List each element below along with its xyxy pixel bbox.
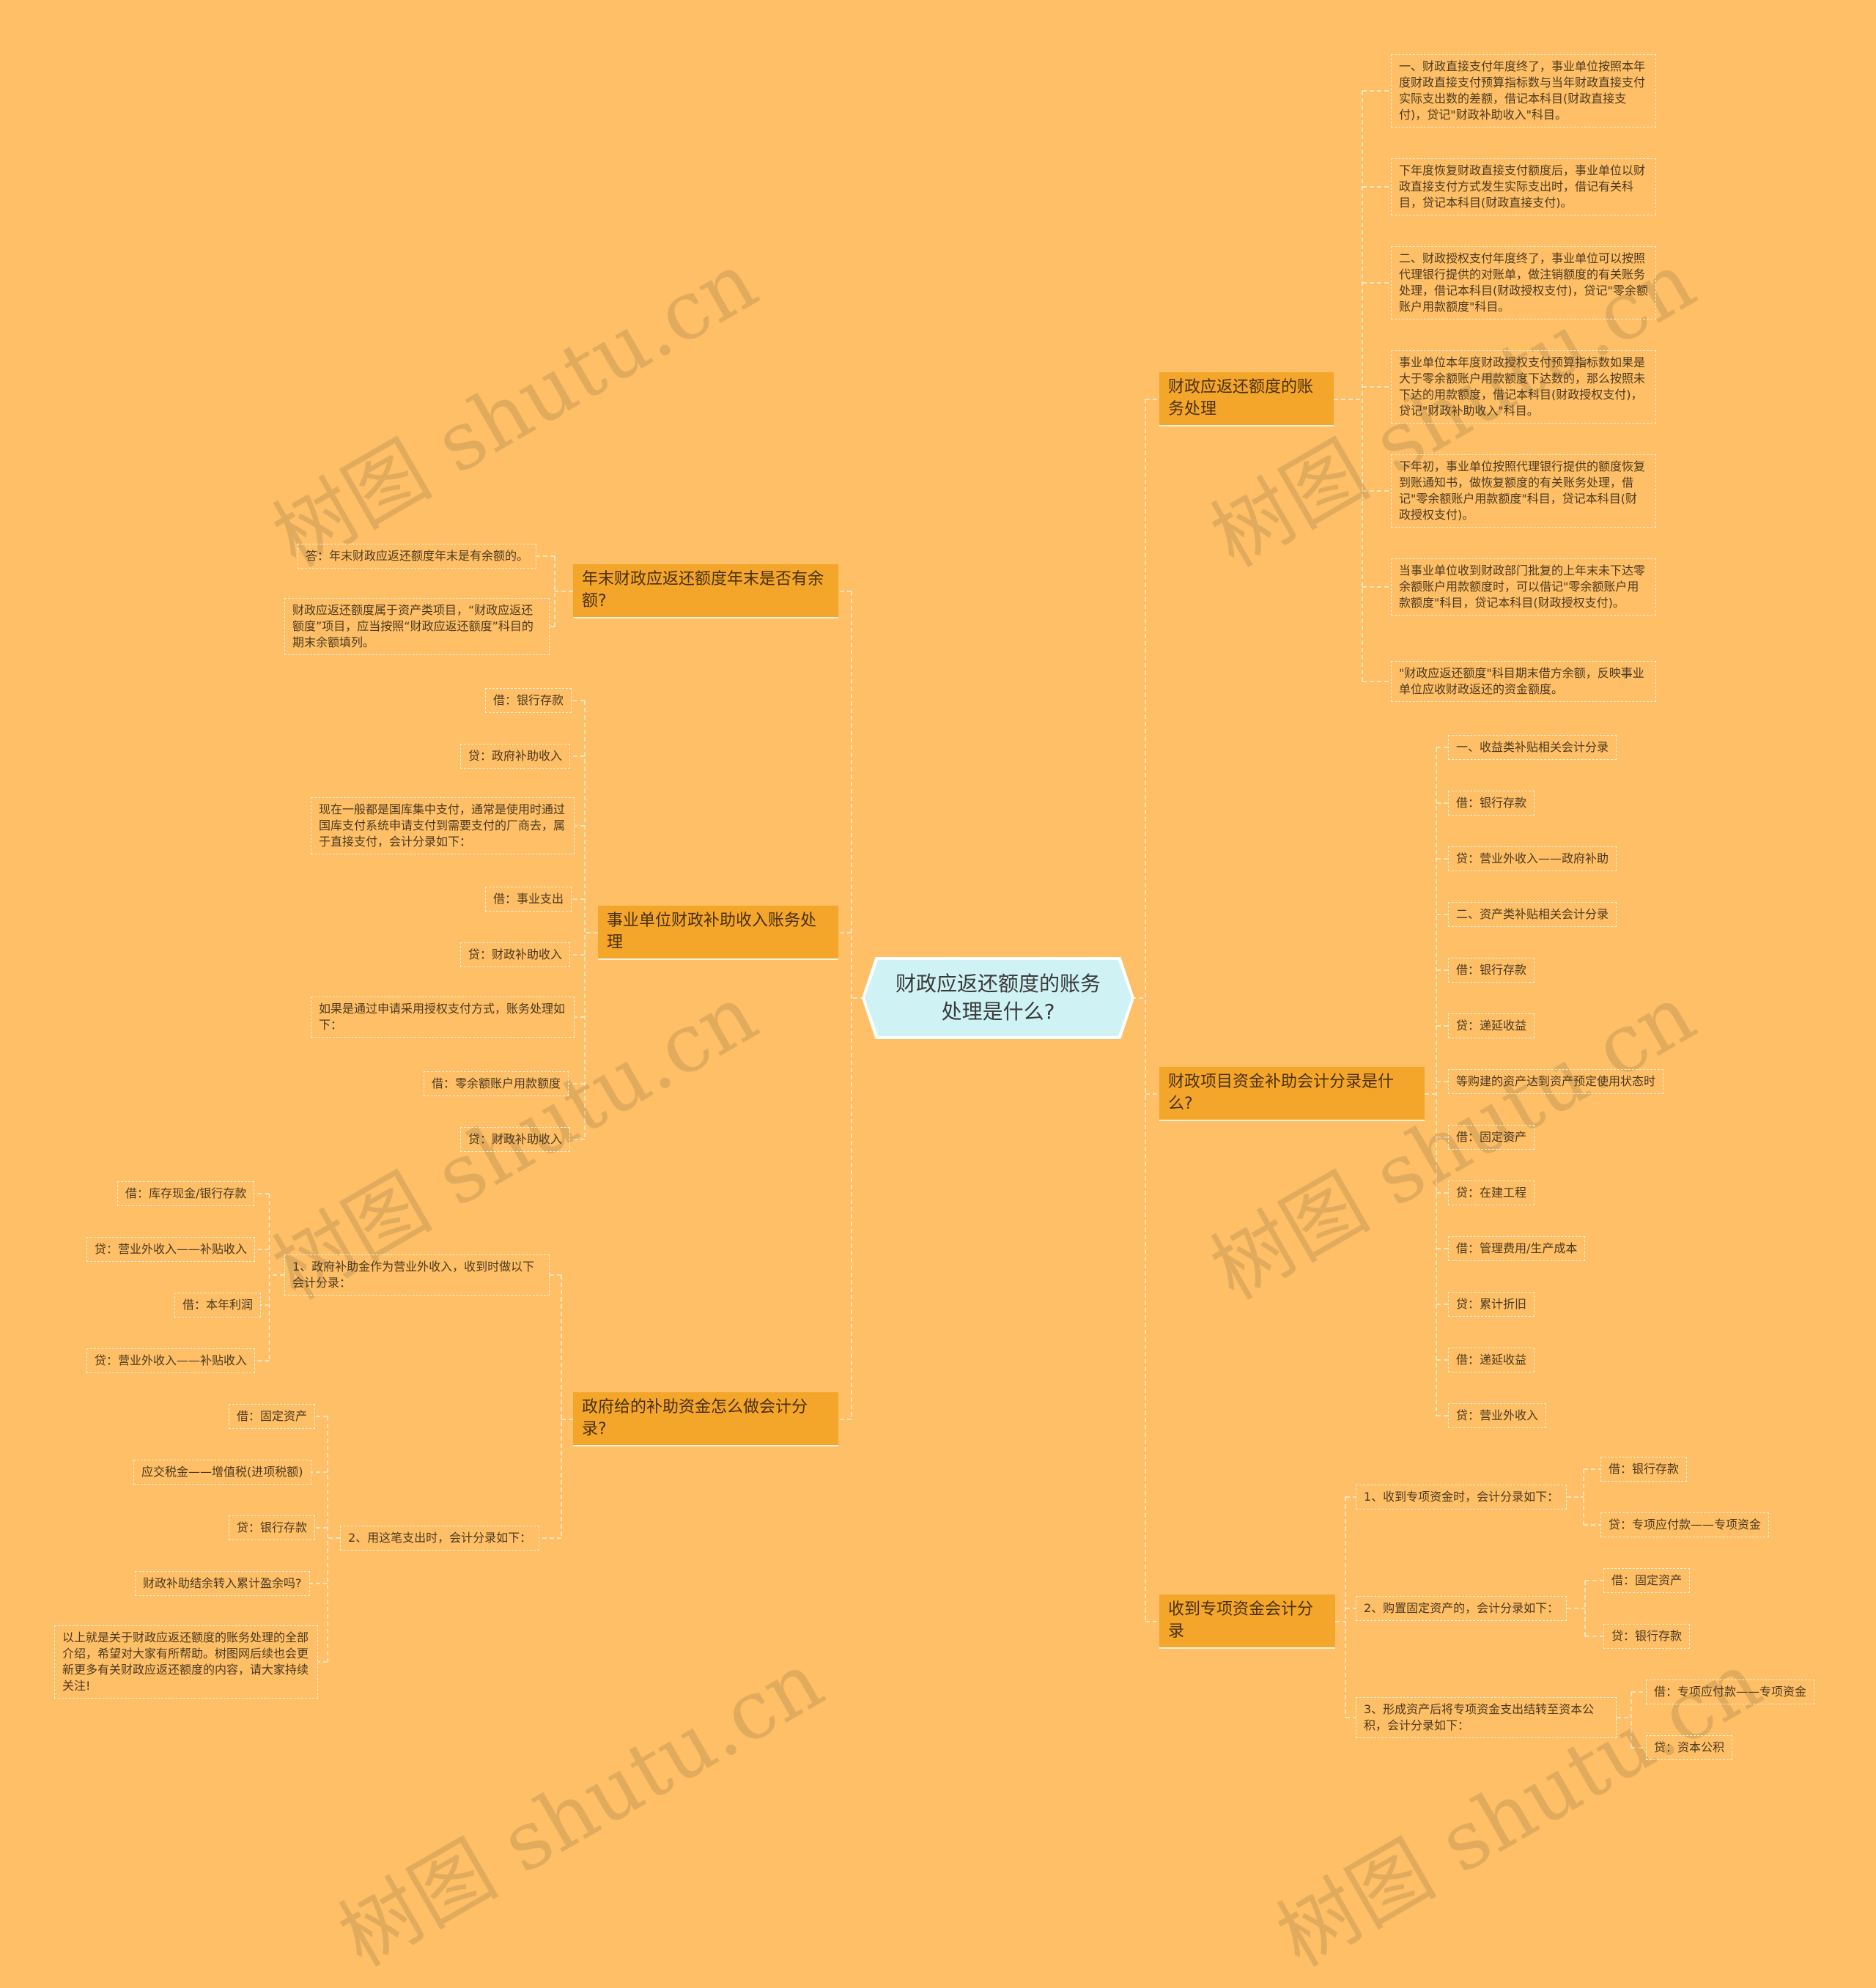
leaf-node[interactable]: 贷：营业外收入——政府补助 — [1448, 846, 1617, 871]
leaf-node[interactable]: 财政应返还额度属于资产类项目，“财政应返还额度”项目，应当按照“财政应返还额度”… — [284, 598, 550, 655]
subgroup-node[interactable]: 2、购置固定资产的，会计分录如下： — [1356, 1596, 1567, 1621]
leaf-node[interactable]: 借：零余额账户用款额度 — [424, 1071, 569, 1096]
leaf-node[interactable]: 贷：财政补助收入 — [460, 1127, 571, 1152]
leaf-node[interactable]: 借：固定资产 — [229, 1404, 316, 1429]
leaf-node[interactable]: 贷：累计折旧 — [1448, 1292, 1535, 1317]
leaf-node[interactable]: 贷：财政补助收入 — [460, 942, 571, 967]
leaf-node[interactable]: 贷：在建工程 — [1448, 1180, 1535, 1205]
leaf-node[interactable]: 借：专项应付款——专项资金 — [1646, 1680, 1815, 1704]
leaf-node[interactable]: 应交税金——增值税(进项税额) — [133, 1460, 311, 1485]
leaf-node[interactable]: 二、财政授权支付年度终了，事业单位可以按照代理银行提供的对账单，做注销额度的有关… — [1391, 246, 1656, 319]
leaf-node[interactable]: 借：管理费用/生产成本 — [1448, 1236, 1586, 1261]
branch-node[interactable]: 事业单位财政补助收入账务处理 — [598, 906, 838, 960]
leaf-node[interactable]: 财政补助结余转入累计盈余吗? — [135, 1571, 310, 1596]
leaf-node[interactable]: 等购建的资产达到资产预定使用状态时 — [1448, 1069, 1664, 1094]
branch-node[interactable]: 年末财政应返还额度年末是否有余额? — [573, 564, 838, 618]
leaf-node[interactable]: 借：银行存款 — [1448, 958, 1535, 983]
leaf-node[interactable]: 借：固定资产 — [1603, 1568, 1691, 1593]
leaf-node[interactable]: 借：库存现金/银行存款 — [117, 1181, 255, 1206]
leaf-node[interactable]: 贷：银行存款 — [1603, 1624, 1691, 1649]
branch-node[interactable]: 收到专项资金会计分录 — [1159, 1595, 1335, 1649]
subgroup-node[interactable]: 1、政府补助金作为营业外收入，收到时做以下会计分录： — [284, 1254, 550, 1296]
leaf-node[interactable]: 二、资产类补贴相关会计分录 — [1448, 902, 1617, 927]
connector-lines — [254, 90, 1646, 1748]
leaf-node[interactable]: 借：银行存款 — [1448, 791, 1535, 816]
mindmap-canvas: 树图 shutu.cn 树图 shutu.cn 树图 shutu.cn 树图 s… — [54, 54, 1815, 1984]
leaf-node[interactable]: 当事业单位收到财政部门批复的上年末未下达零余额账户用款额度时，可以借记"零余额账… — [1391, 558, 1656, 616]
leaf-node[interactable]: 借：本年利润 — [174, 1293, 262, 1318]
leaf-node[interactable]: 贷：专项应付款——专项资金 — [1600, 1512, 1770, 1537]
subgroup-node[interactable]: 2、用这笔支出时，会计分录如下： — [340, 1526, 540, 1551]
leaf-node[interactable]: 借：固定资产 — [1448, 1125, 1535, 1150]
subgroup-node[interactable]: 1、收到专项资金时，会计分录如下： — [1356, 1485, 1567, 1510]
branch-node[interactable]: 财政应返还额度的账务处理 — [1159, 372, 1334, 426]
leaf-node[interactable]: 贷：递延收益 — [1448, 1013, 1535, 1038]
leaf-node[interactable]: 下年度恢复财政直接支付额度后，事业单位以财政直接支付方式发生实际支出时，借记有关… — [1391, 158, 1656, 215]
leaf-node[interactable]: 借：递延收益 — [1448, 1348, 1535, 1372]
leaf-node[interactable]: 下年初，事业单位按照代理银行提供的额度恢复到账通知书，做恢复额度的有关账务处理，… — [1391, 454, 1656, 528]
root-node[interactable]: 财政应返还额度的账务处理是什么? — [865, 960, 1131, 1036]
subgroup-node[interactable]: 3、形成资产后将专项资金支出结转至资本公积，会计分录如下： — [1356, 1697, 1617, 1738]
leaf-node[interactable]: 借：事业支出 — [485, 887, 572, 912]
branch-node[interactable]: 政府给的补助资金怎么做会计分录? — [573, 1392, 838, 1446]
leaf-node[interactable]: 一、财政直接支付年度终了，事业单位按照本年度财政直接支付预算指标数与当年财政直接… — [1391, 54, 1656, 128]
leaf-node[interactable]: 一、收益类补贴相关会计分录 — [1448, 735, 1617, 760]
leaf-node[interactable]: 贷：营业外收入——补贴收入 — [86, 1237, 256, 1262]
leaf-node[interactable]: 借：银行存款 — [1600, 1457, 1688, 1482]
leaf-node[interactable]: "财政应返还额度"科目期末借方余额，反映事业单位应收财政返还的资金额度。 — [1391, 661, 1656, 702]
leaf-node[interactable]: 如果是通过申请采用授权支付方式，账务处理如下： — [311, 997, 575, 1038]
leaf-node[interactable]: 现在一般都是国库集中支付，通常是使用时通过国库支付系统申请支付到需要支付的厂商去… — [311, 797, 575, 854]
leaf-node[interactable]: 以上就是关于财政应返还额度的账务处理的全部介绍，希望对大家有所帮助。树图网后续也… — [54, 1625, 318, 1699]
leaf-node[interactable]: 贷：资本公积 — [1646, 1735, 1733, 1760]
leaf-node[interactable]: 答：年末财政应返还额度年末是有余额的。 — [298, 544, 537, 569]
leaf-node[interactable]: 贷：银行存款 — [229, 1515, 316, 1540]
leaf-node[interactable]: 贷：政府补助收入 — [460, 744, 571, 769]
leaf-node[interactable]: 贷：营业外收入 — [1448, 1403, 1547, 1428]
leaf-node[interactable]: 事业单位本年度财政授权支付预算指标数如果是大于零余额账户用款额度下达数的，那么按… — [1391, 350, 1656, 424]
leaf-node[interactable]: 贷：营业外收入——补贴收入 — [86, 1348, 256, 1373]
branch-node[interactable]: 财政项目资金补助会计分录是什么? — [1159, 1067, 1425, 1121]
leaf-node[interactable]: 借：银行存款 — [485, 688, 572, 713]
